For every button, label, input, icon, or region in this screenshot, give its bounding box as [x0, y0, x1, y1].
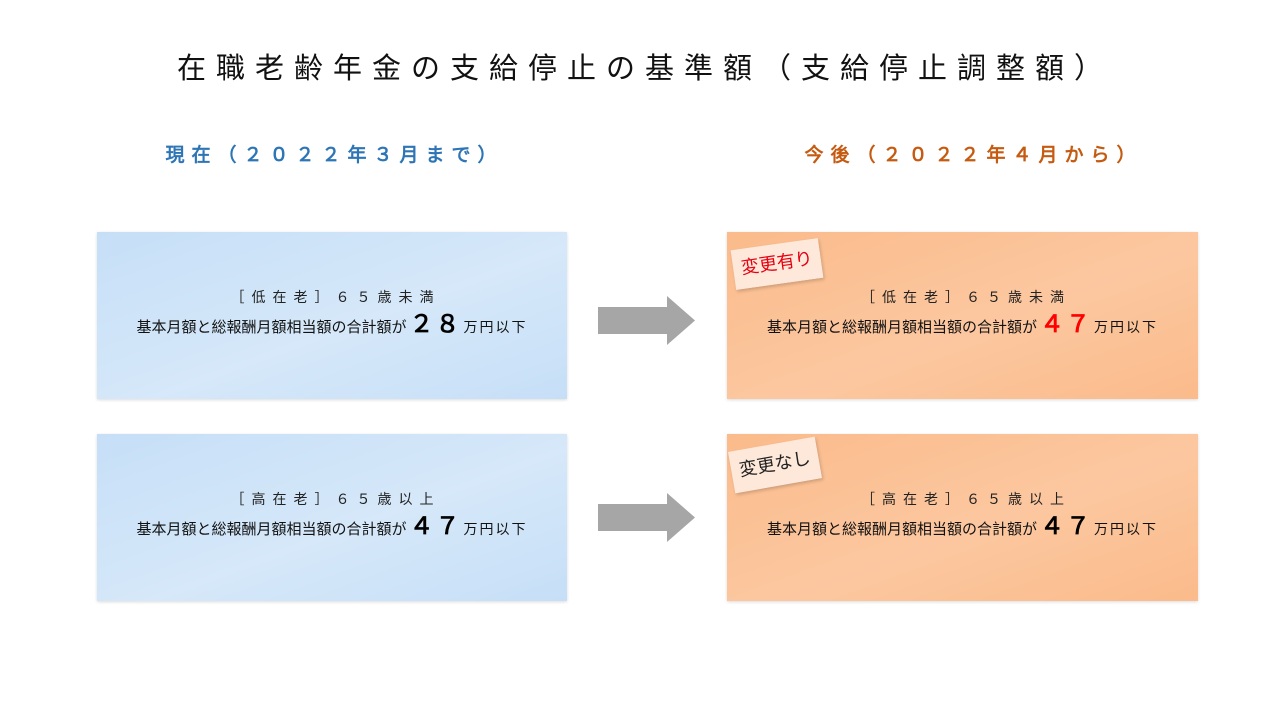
- threshold-amount: ２８: [409, 309, 462, 338]
- category-label: ［高在老］６５歳以上: [860, 491, 1071, 508]
- amount-unit: 万円以下: [1094, 521, 1158, 538]
- condition-text: 基本月額と総報酬月額相当額の合計額が: [136, 519, 407, 538]
- amount-unit: 万円以下: [463, 521, 528, 538]
- category-label: ［低在老］６５歳未満: [230, 289, 441, 306]
- condition-text: 基本月額と総報酬月額相当額の合計額が: [766, 317, 1037, 336]
- threshold-amount: ４７: [409, 511, 462, 540]
- right-arrow-icon: [598, 493, 695, 542]
- threshold-amount: ４７: [1040, 309, 1092, 338]
- amount-unit: 万円以下: [1094, 319, 1158, 336]
- current-period-header: 現在（２０２２年３月まで）: [165, 144, 504, 166]
- condition-text: 基本月額と総報酬月額相当額の合計額が: [766, 519, 1037, 538]
- right-arrow-icon: [598, 296, 695, 345]
- threshold-amount: ４７: [1040, 511, 1092, 540]
- future-period-header: 今後（２０２２年４月から）: [804, 144, 1143, 166]
- condition-text: 基本月額と総報酬月額相当額の合計額が: [136, 317, 407, 336]
- amount-unit: 万円以下: [463, 319, 528, 336]
- category-label: ［高在老］６５歳以上: [230, 491, 441, 508]
- category-label: ［低在老］６５歳未満: [860, 289, 1071, 306]
- changed-badge: 変更有り: [730, 238, 824, 290]
- slide-title: 在職老齢年金の支給停止の基準額（支給停止調整額）: [176, 51, 1113, 85]
- unchanged-badge: 変更なし: [728, 436, 822, 494]
